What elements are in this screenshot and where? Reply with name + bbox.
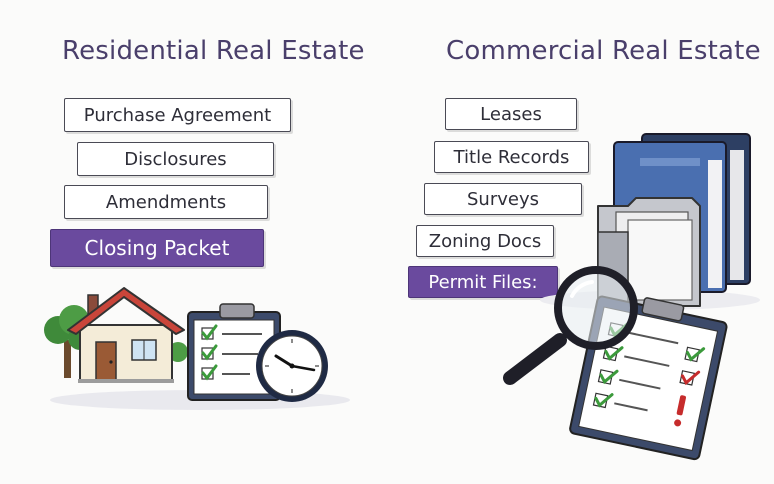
house-icon <box>67 287 185 383</box>
residential-card-closing-packet: Closing Packet <box>50 229 264 267</box>
residential-card-amendments: Amendments <box>64 185 268 219</box>
commercial-card-surveys: Surveys <box>424 183 582 215</box>
clipboard-checklist-icon <box>187 303 281 401</box>
residential-card-disclosures: Disclosures <box>77 142 274 176</box>
clock-icon <box>256 330 328 402</box>
magnifying-glass-icon <box>503 266 638 385</box>
residential-title: Residential Real Estate <box>62 36 365 66</box>
residential-card-purchase-agreement: Purchase Agreement <box>64 98 291 132</box>
commercial-card-zoning-docs: Zoning Docs <box>416 225 554 257</box>
commercial-title: Commercial Real Estate <box>446 36 761 66</box>
commercial-card-leases: Leases <box>445 98 577 130</box>
commercial-card-title-records: Title Records <box>434 141 589 173</box>
commercial-card-permit-files: Permit Files: <box>408 266 558 298</box>
